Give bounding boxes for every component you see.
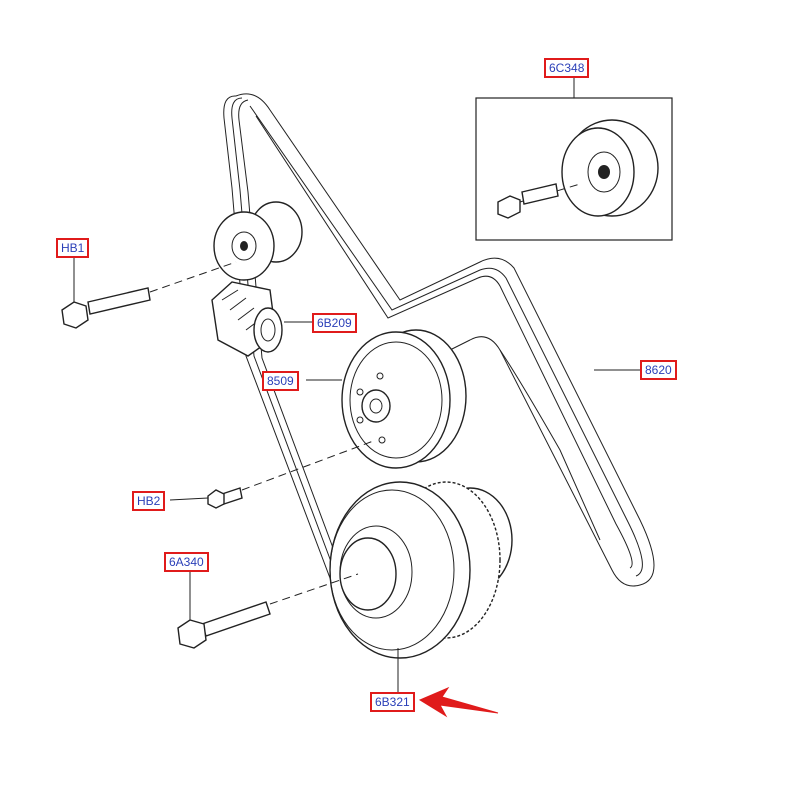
water-pump-pulley [341, 329, 467, 469]
part-label-8620: 8620 [640, 360, 677, 380]
accessory-drive-belt [223, 93, 655, 599]
belt-tensioner [211, 201, 303, 357]
leader-lines [73, 76, 640, 692]
bolt-6a340 [177, 573, 359, 649]
idler-pulley-inset [475, 97, 673, 241]
crankshaft-pulley [329, 481, 513, 659]
bolt-hb2 [207, 439, 377, 509]
part-label-6b209: 6B209 [312, 313, 357, 333]
part-label-8509: 8509 [262, 371, 299, 391]
bolt-hb1 [61, 261, 237, 329]
part-label-6c348: 6C348 [544, 58, 590, 78]
part-label-hb2: HB2 [132, 491, 166, 511]
red-pointer-arrow [418, 686, 499, 718]
part-label-hb1: HB1 [56, 238, 90, 258]
part-label-6a340: 6A340 [164, 552, 209, 572]
part-label-6b321: 6B321 [370, 692, 415, 712]
